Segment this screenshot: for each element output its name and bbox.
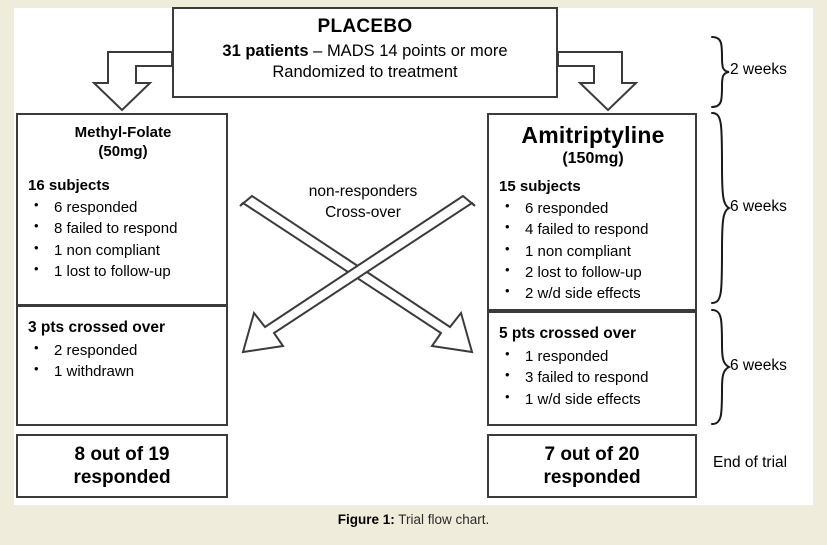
amitriptyline-result-count: 7 out of 20 <box>544 443 640 465</box>
crossover-label-line1: non-responders <box>308 183 418 200</box>
methyl-folate-outcome-list: 6 responded 8 failed to respond 1 non co… <box>28 196 218 282</box>
timeline-label-phase1: 2 weeks <box>730 61 787 78</box>
list-item: 1 non compliant <box>28 239 218 261</box>
methyl-folate-result-label: responded <box>73 467 171 488</box>
methyl-folate-crossover-header: 3 pts crossed over <box>28 319 165 336</box>
amitriptyline-result-box: 7 out of 20 responded <box>487 434 697 498</box>
placebo-box: PLACEBO 31 patients – MADS 14 points or … <box>172 7 558 98</box>
timeline-label-end: End of trial <box>713 454 788 471</box>
amitriptyline-box: Amitriptyline (150mg) 15 subjects 6 resp… <box>487 113 697 311</box>
list-item: 1 non compliant <box>499 240 687 262</box>
list-item: 6 responded <box>499 197 687 219</box>
methyl-folate-result-box: 8 out of 19 responded <box>16 434 228 498</box>
placebo-randomization-line: Randomized to treatment <box>272 63 458 81</box>
list-item: 4 failed to respond <box>499 218 687 240</box>
methyl-folate-subjects-header: 16 subjects <box>28 177 110 194</box>
placebo-patients-line: 31 patients – MADS 14 points or more <box>174 42 556 61</box>
figure-caption: Figure 1: Trial flow chart. <box>0 512 827 527</box>
timeline-label-phase2: 6 weeks <box>730 198 787 215</box>
figure-caption-text: Trial flow chart. <box>394 512 490 527</box>
amitriptyline-dose: (150mg) <box>562 150 624 167</box>
list-item: 1 withdrawn <box>28 360 218 382</box>
list-item: 1 responded <box>499 345 687 367</box>
figure-caption-label: Figure 1: <box>337 512 395 527</box>
amitriptyline-result-label: responded <box>543 467 641 488</box>
methyl-folate-dose: (50mg) <box>98 143 148 160</box>
amitriptyline-subjects-header: 15 subjects <box>499 178 581 195</box>
amitriptyline-crossover-list: 1 responded 3 failed to respond 1 w/d si… <box>499 345 687 410</box>
list-item: 8 failed to respond <box>28 217 218 239</box>
timeline-label-phase3: 6 weeks <box>730 357 787 374</box>
list-item: 6 responded <box>28 196 218 218</box>
placebo-title: PLACEBO <box>317 16 413 37</box>
methyl-folate-crossover-list: 2 responded 1 withdrawn <box>28 339 218 383</box>
crossover-label-line2: Cross-over <box>325 203 401 221</box>
list-item: 2 responded <box>28 339 218 361</box>
methyl-folate-box: Methyl-Folate (50mg) 16 subjects 6 respo… <box>16 113 228 306</box>
amitriptyline-crossover-header: 5 pts crossed over <box>499 325 636 342</box>
amitriptyline-title: Amitriptyline <box>521 122 665 148</box>
amitriptyline-crossover-box: 5 pts crossed over 1 responded 3 failed … <box>487 311 697 426</box>
amitriptyline-outcome-list: 6 responded 4 failed to respond 1 non co… <box>499 197 687 304</box>
list-item: 3 failed to respond <box>499 366 687 388</box>
list-item: 2 w/d side effects <box>499 282 687 304</box>
placebo-patient-count: 31 patients <box>222 42 309 60</box>
methyl-folate-result-count: 8 out of 19 <box>74 443 170 465</box>
crossover-label: non-responders Cross-over <box>268 182 458 224</box>
methyl-folate-crossover-box: 3 pts crossed over 2 responded 1 withdra… <box>16 305 228 426</box>
list-item: 1 lost to follow-up <box>28 260 218 282</box>
list-item: 1 w/d side effects <box>499 388 687 410</box>
methyl-folate-title: Methyl-Folate <box>74 124 172 141</box>
placebo-criteria: – MADS 14 points or more <box>308 42 508 60</box>
list-item: 2 lost to follow-up <box>499 261 687 283</box>
